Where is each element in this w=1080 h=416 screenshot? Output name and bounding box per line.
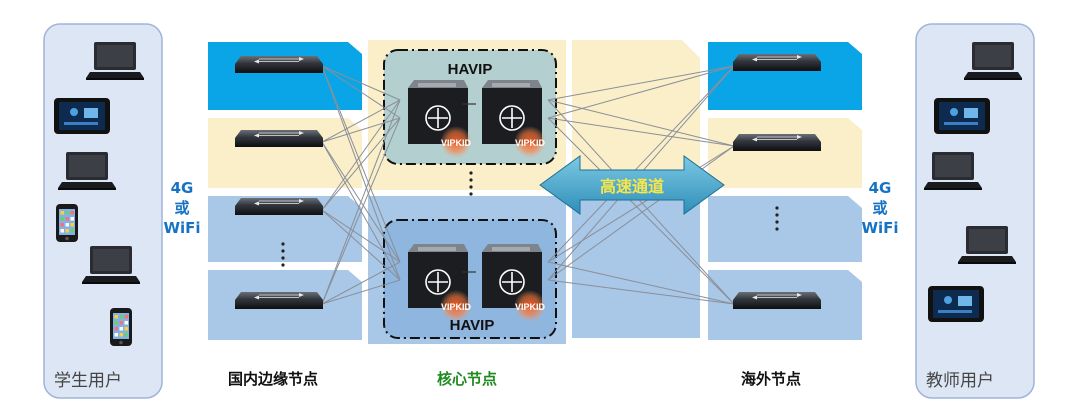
student-laptop-1 <box>86 42 144 80</box>
student-phone-2 <box>110 308 132 346</box>
teacher-laptop-3 <box>958 226 1016 264</box>
havip-label-bottom: HAVIP <box>450 317 495 334</box>
highspeed-label: 高速通道 <box>600 177 664 196</box>
net-left-or: 或 <box>174 199 190 217</box>
connection-lines <box>321 65 735 305</box>
vipkid-badge: VIPKID <box>515 138 546 148</box>
edge-switch-2 <box>235 130 323 147</box>
teacher-users-label: 教师用户 <box>926 371 994 391</box>
core-switch-bottom-left: VIPKID <box>408 244 472 322</box>
edge-switch-4 <box>235 292 323 309</box>
student-users-label: 学生用户 <box>54 371 122 391</box>
core-switch-bottom-right: VIPKID <box>482 244 546 322</box>
teacher-laptop-2 <box>924 152 982 190</box>
student-tablet-1 <box>54 98 110 134</box>
overseas-switch-3 <box>733 292 821 309</box>
teacher-panel <box>915 23 1035 399</box>
overseas-label: 海外节点 <box>741 370 802 388</box>
net-left-4g: 4G <box>170 179 194 197</box>
teacher-tablet-2 <box>928 286 984 322</box>
net-left-wifi: WiFi <box>163 219 201 237</box>
network-type-left: 4G 或 WiFi <box>152 178 212 238</box>
overseas-switch-2 <box>733 134 821 151</box>
domestic-edge-label: 国内边缘节点 <box>228 370 319 388</box>
vipkid-badge: VIPKID <box>441 138 472 148</box>
highspeed-arrow <box>539 155 725 215</box>
teacher-laptop-1 <box>964 42 1022 80</box>
net-right-or: 或 <box>872 199 888 217</box>
core-switch-top-right: VIPKID <box>482 80 546 158</box>
havip-label-top: HAVIP <box>448 61 493 78</box>
core-label: 核心节点 <box>437 370 498 388</box>
edge-switch-1 <box>235 56 323 73</box>
edge-switch-3 <box>235 198 323 215</box>
vipkid-badge: VIPKID <box>441 302 472 312</box>
teacher-tablet-1 <box>934 98 990 134</box>
net-right-4g: 4G <box>868 179 892 197</box>
core-switch-top-left: VIPKID <box>408 80 472 158</box>
student-laptop-3 <box>82 246 140 284</box>
network-type-right: 4G 或 WiFi <box>850 178 910 238</box>
student-phone-1 <box>56 204 78 242</box>
vertical-ellipsis <box>281 171 779 267</box>
overseas-switch-1 <box>733 54 821 71</box>
student-laptop-2 <box>58 152 116 190</box>
vipkid-badge: VIPKID <box>515 302 546 312</box>
net-right-wifi: WiFi <box>861 219 899 237</box>
